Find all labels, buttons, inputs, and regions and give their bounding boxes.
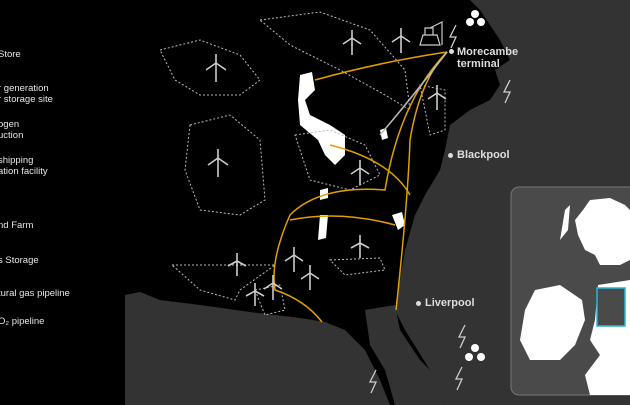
gas-pipelines	[273, 51, 448, 323]
legend-item-gas-pipeline: tural gas pipeline	[0, 288, 70, 299]
place-morecambe-terminal: Morecambe terminal	[449, 46, 518, 70]
wind-turbine-icon	[427, 85, 447, 110]
legend-item-power-generation: r generation r storage site	[0, 83, 53, 105]
wind-turbine-icon	[205, 54, 227, 82]
lightning-icons	[368, 24, 512, 394]
wind-turbine-icon	[245, 283, 265, 306]
wind-turbine-icons	[205, 28, 447, 306]
wind-turbine-icon	[342, 30, 362, 55]
wind-turbine-icon	[350, 235, 370, 258]
land-wales	[125, 292, 390, 405]
legend: Store r generation r storage site ogen u…	[0, 0, 125, 405]
gas-storage-icon	[466, 10, 485, 26]
inset-focus-box	[596, 287, 626, 327]
wind-turbine-icon	[300, 265, 320, 290]
legend-item-gas-storage: s Storage	[0, 255, 39, 266]
shipping-facility-icon	[419, 21, 443, 46]
legend-item-hydrogen-production: ogen uction	[0, 119, 24, 141]
wind-turbine-icon	[263, 275, 283, 300]
legend-item-wind-farm: nd Farm	[0, 220, 34, 231]
place-blackpool: Blackpool	[448, 149, 510, 161]
wind-turbine-icon	[350, 160, 370, 185]
lightning-icon	[502, 79, 512, 104]
inset-map	[510, 186, 630, 396]
wind-turbine-icon	[227, 253, 247, 276]
lightning-icon	[368, 369, 378, 394]
lightning-icon	[454, 366, 464, 391]
co2-pipeline	[379, 51, 448, 136]
land-wirral	[365, 305, 445, 405]
wind-turbine-icon	[284, 247, 304, 272]
legend-item-shipping-facility: shipping ation facility	[0, 155, 48, 177]
gas-storage-icon	[465, 344, 485, 361]
legend-item-co2-pipeline: O₂ pipeline	[0, 316, 45, 327]
lightning-icon	[448, 24, 458, 49]
lightning-icon	[457, 324, 467, 349]
legend-item-store: Store	[0, 49, 21, 60]
inset-scotland	[575, 198, 630, 265]
gas-field	[298, 72, 345, 165]
wind-turbine-icon	[391, 28, 411, 53]
inset-ireland	[520, 285, 585, 360]
wind-turbine-icon	[207, 149, 229, 177]
place-liverpool: Liverpool	[416, 297, 475, 309]
